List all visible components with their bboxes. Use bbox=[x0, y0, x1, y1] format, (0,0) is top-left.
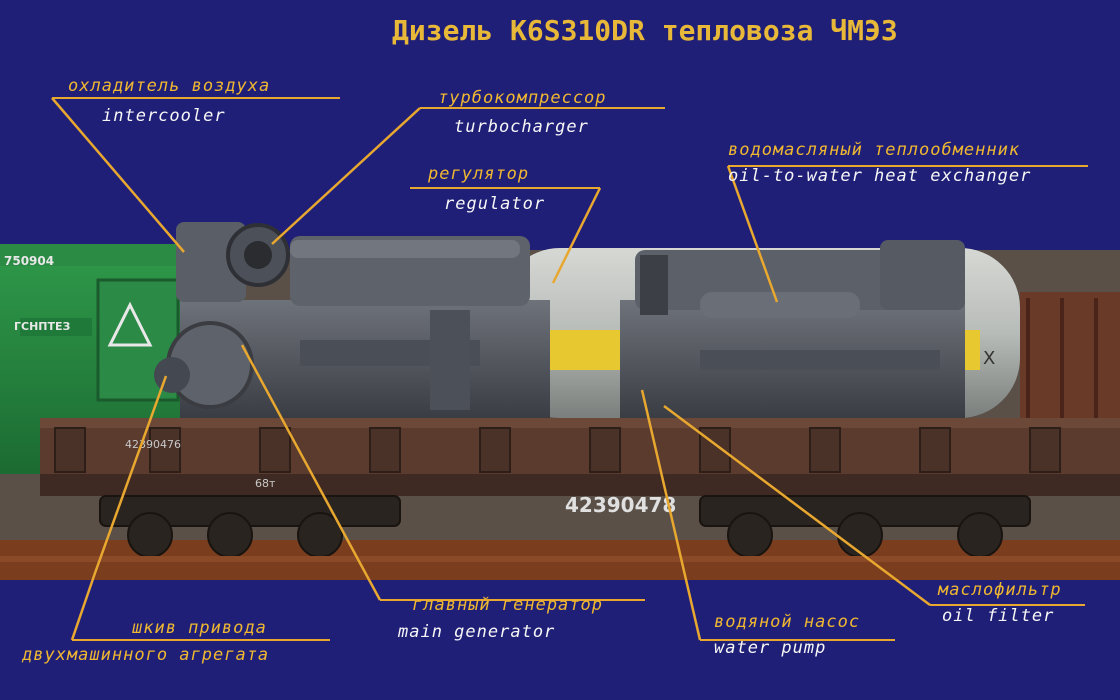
label-heat-exchanger-ru: водомасляный теплообменник bbox=[728, 140, 1021, 160]
wagon-number: 750904 bbox=[4, 254, 54, 268]
leader-main-generator bbox=[240, 344, 382, 601]
leader-lines bbox=[51, 97, 931, 641]
label-pulley-line2: двухмашинного агрегата bbox=[22, 645, 270, 665]
label-water-pump-ru: водяной насос bbox=[714, 612, 861, 632]
label-pulley-line1: шкив привода bbox=[132, 618, 267, 638]
label-oil-filter-ru: маслофильтр bbox=[938, 580, 1062, 600]
platform-load: 68т bbox=[255, 477, 276, 490]
label-underlines bbox=[52, 97, 1088, 641]
leader-intercooler bbox=[51, 97, 185, 253]
leader-oil-filter bbox=[663, 404, 931, 607]
label-regulator-ru: регулятор bbox=[428, 164, 530, 184]
left-engine bbox=[154, 222, 550, 418]
leader-heat-exchanger bbox=[726, 165, 779, 303]
leader-turbocharger bbox=[271, 107, 421, 245]
leader-regulator bbox=[551, 187, 602, 284]
rail bbox=[0, 556, 1120, 562]
label-intercooler-en: intercooler bbox=[102, 106, 226, 126]
diagram-title: Дизель K6S310DR тепловоза ЧМЭ3 bbox=[392, 14, 898, 47]
tank-marker: X bbox=[983, 348, 995, 369]
leader-water-pump bbox=[640, 389, 702, 641]
platform-number: 42390478 bbox=[565, 493, 676, 517]
leader-pulley bbox=[70, 375, 168, 641]
label-main-generator-ru: главный генератор bbox=[412, 595, 603, 615]
bogies bbox=[99, 495, 1031, 558]
label-oil-filter-en: oil filter bbox=[942, 606, 1055, 626]
label-regulator-en: regulator bbox=[444, 194, 546, 214]
label-water-pump-en: water pump bbox=[714, 638, 827, 658]
label-turbocharger-ru: турбокомпрессор bbox=[438, 88, 607, 108]
wagon-text: ГСНПТЕЗ bbox=[14, 320, 71, 333]
label-heat-exchanger-en: oil-to-water heat exchanger bbox=[728, 166, 1032, 186]
right-engine bbox=[620, 240, 965, 418]
platform-small-number: 42390476 bbox=[125, 438, 181, 451]
label-intercooler-ru: охладитель воздуха bbox=[68, 76, 271, 96]
flat-wagon: 42390478 42390476 68т bbox=[40, 418, 1120, 517]
label-main-generator-en: main generator bbox=[398, 622, 556, 642]
label-turbocharger-en: turbocharger bbox=[454, 117, 589, 137]
